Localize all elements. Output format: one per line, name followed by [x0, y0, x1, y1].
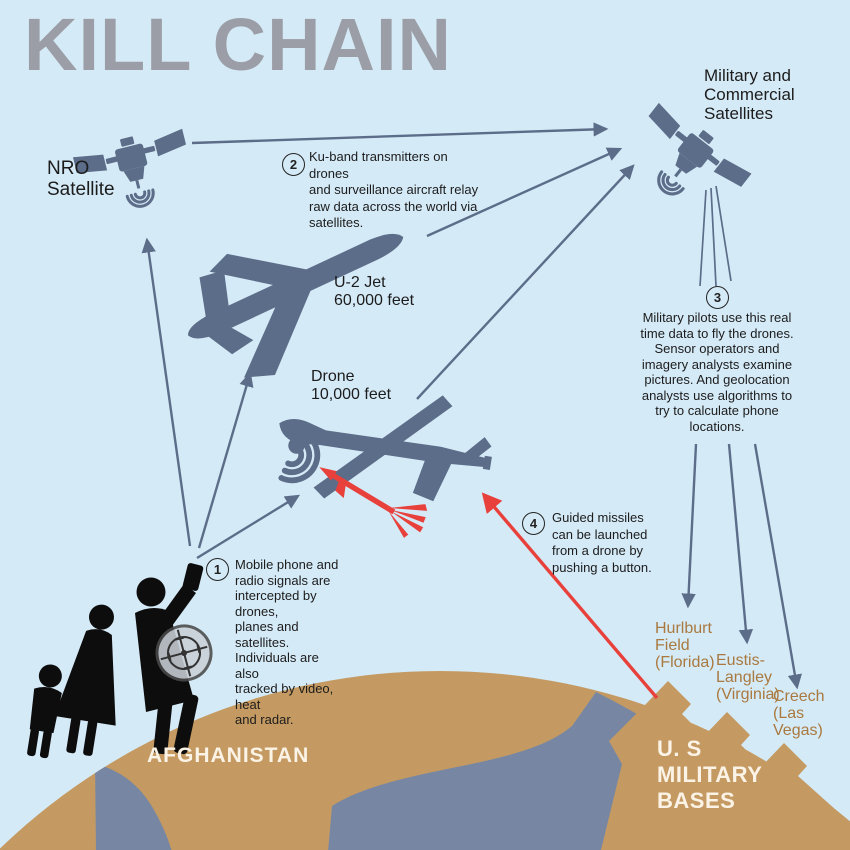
- globe: [0, 671, 850, 850]
- label-drone: Drone 10,000 feet: [311, 368, 392, 403]
- woman-silhouette: [54, 604, 116, 756]
- step-4-badge: 4: [522, 512, 545, 535]
- arrow-step3-to-creech: [753, 443, 802, 690]
- label-military-satellites: Military and Commercial Satellites: [704, 66, 795, 123]
- arrow-bases-to-drone-launch: [481, 492, 659, 700]
- us-bases-castle: [601, 681, 850, 850]
- label-afghanistan: AFGHANISTAN: [147, 744, 310, 767]
- line-milsat-to-step3: [710, 187, 717, 287]
- step-1-badge: 1: [206, 558, 229, 581]
- arrow-jet-to-milsat: [426, 147, 623, 238]
- crosshair-target-icon: [155, 624, 213, 682]
- people-silhouettes-icon: [27, 563, 213, 759]
- arrow-people-to-nro: [141, 237, 192, 547]
- page-title: KILL CHAIN: [24, 3, 452, 86]
- line-milsat-to-step3: [699, 189, 707, 287]
- arrow-drone-to-milsat: [416, 164, 635, 400]
- jet-icon: [187, 233, 404, 378]
- step-2-badge: 2: [282, 153, 305, 176]
- label-nro-satellite: NRO Satellite: [47, 158, 115, 200]
- step-2-text: Ku-band transmitters on drones and surve…: [309, 149, 479, 230]
- line-milsat-to-step3: [715, 185, 732, 282]
- arrow-nro-to-milsat: [191, 122, 609, 145]
- signal-arrows: [141, 122, 802, 700]
- step-3-badge: 3: [706, 286, 729, 309]
- child-silhouette: [27, 664, 62, 759]
- label-base-creech: Creech (Las Vegas): [773, 688, 825, 739]
- label-base-hurlburt: Hurlburt Field (Florida): [655, 620, 715, 671]
- globe-region-west: [95, 764, 172, 850]
- globe-region-central: [328, 692, 668, 850]
- step-4-text: Guided missiles can be launched from a d…: [552, 510, 652, 575]
- label-u2-jet: U-2 Jet 60,000 feet: [334, 274, 415, 309]
- label-us-military-bases: U. S MILITARY BASES: [657, 736, 763, 813]
- missile-icon: [319, 467, 428, 538]
- arrow-step3-to-eustis: [727, 443, 754, 645]
- arrow-step3-to-hurlburt: [681, 443, 698, 609]
- step-1-text: Mobile phone and radio signals are inter…: [235, 557, 339, 727]
- arrow-people-to-drone: [196, 494, 301, 560]
- label-base-eustis-langley: Eustis- Langley (Virginia): [716, 652, 780, 703]
- phone-icon: [182, 563, 204, 591]
- arrow-people-to-jet: [197, 371, 254, 549]
- step-3-text: Military pilots use this real time data …: [640, 310, 794, 434]
